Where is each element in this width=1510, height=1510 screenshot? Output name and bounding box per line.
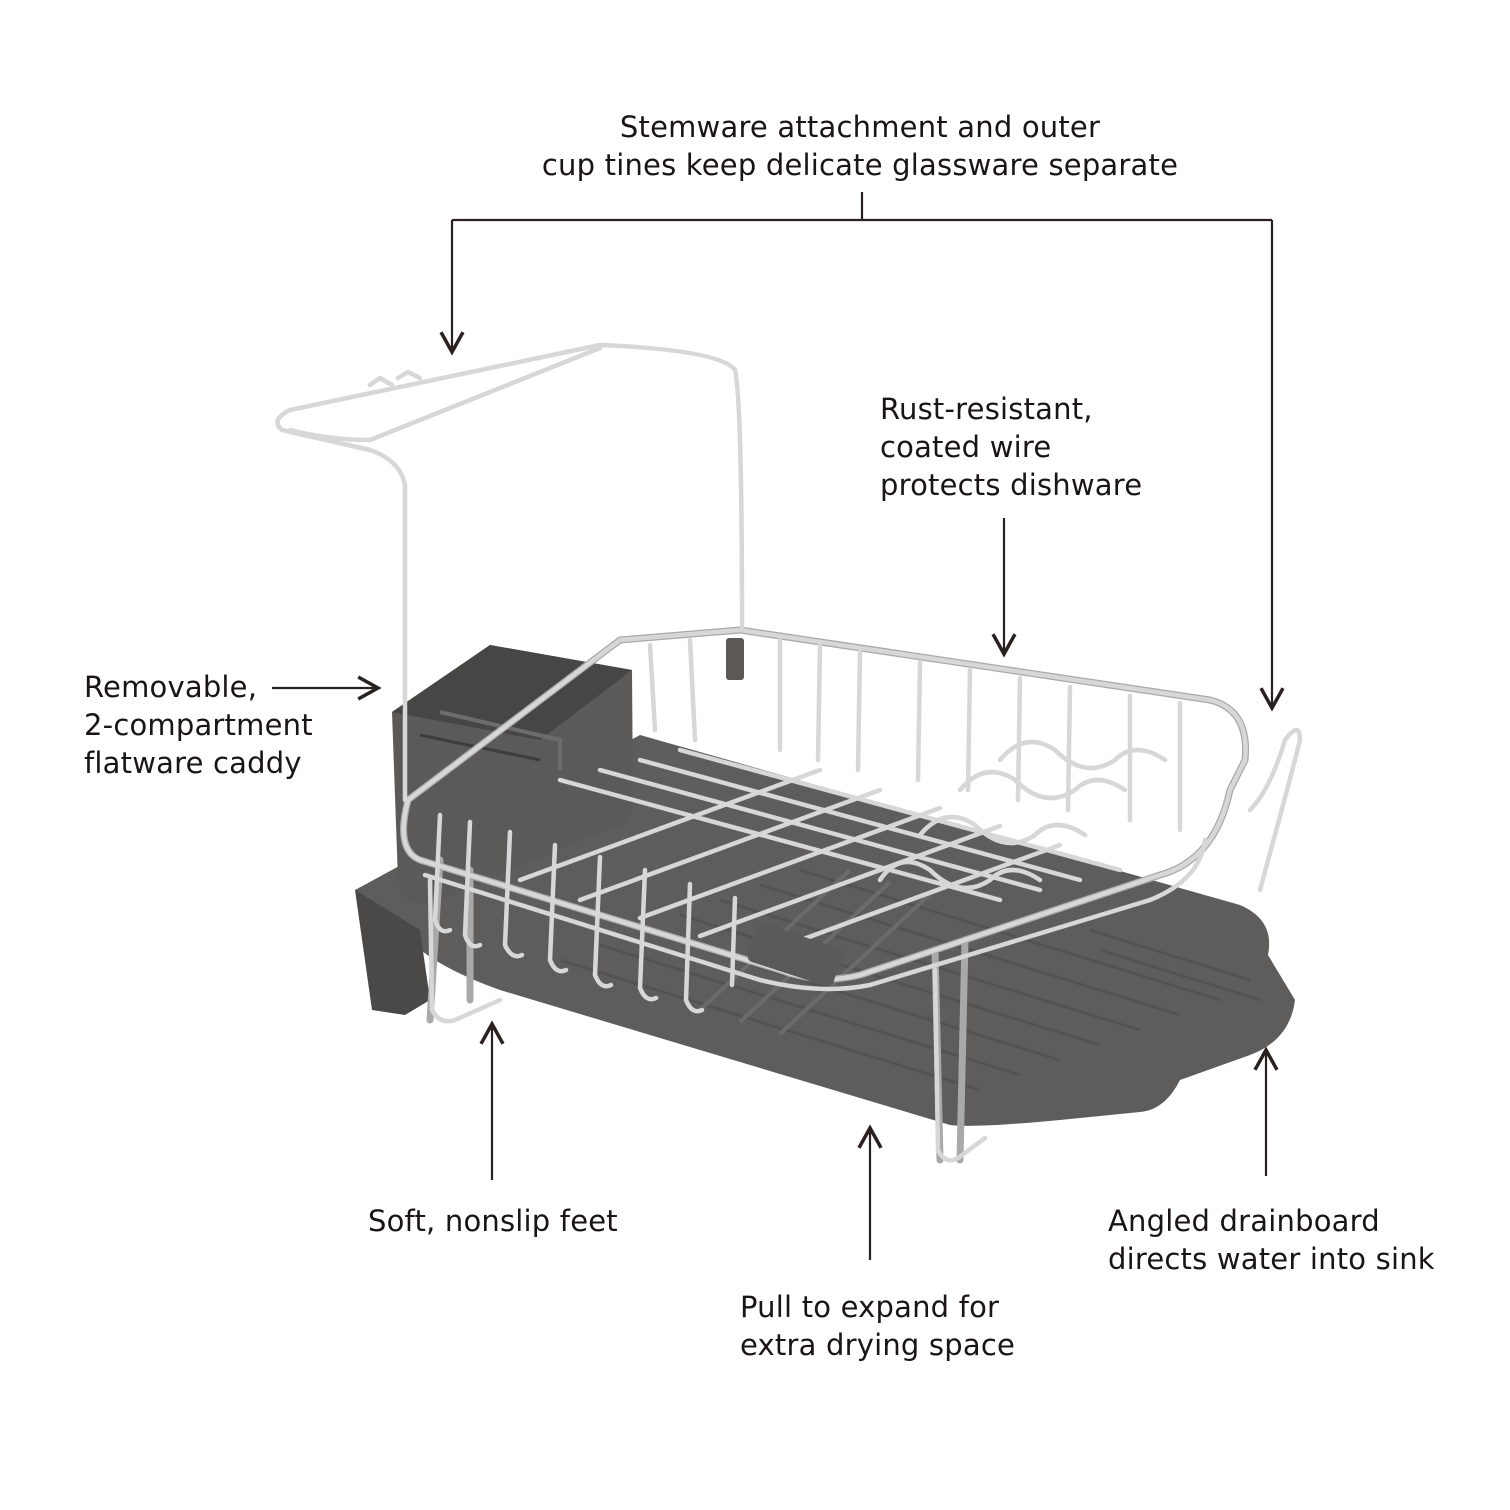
leader-lines: [272, 192, 1285, 1260]
rust-callout-line-1: Rust-resistant,: [880, 392, 1093, 426]
caddy-callout-line-1: Removable,: [84, 670, 258, 704]
flatware-caddy-callout: Removable, 2-compartment flatware caddy: [84, 668, 313, 782]
expand-callout-line-1: Pull to expand for: [740, 1290, 1000, 1324]
stemware-callout-line-1: Stemware attachment and outer: [619, 110, 1101, 144]
rust-callout-line-2: coated wire: [880, 430, 1052, 464]
caddy-callout-line-3: flatware caddy: [84, 746, 302, 780]
wire-rack: [275, 342, 1303, 1164]
feet-callout-line-1: Soft, nonslip feet: [368, 1204, 618, 1238]
caddy-callout-line-2: 2-compartment: [84, 708, 313, 742]
drainboard-callout: Angled drainboard directs water into sin…: [1108, 1202, 1435, 1278]
expand-callout: Pull to expand for extra drying space: [740, 1288, 1015, 1364]
flatware-caddy: [392, 645, 633, 905]
stemware-callout: Stemware attachment and outer cup tines …: [520, 108, 1200, 184]
rust-resistant-callout: Rust-resistant, coated wire protects dis…: [880, 390, 1142, 504]
nonslip-feet-callout: Soft, nonslip feet: [368, 1202, 618, 1240]
expand-callout-line-2: extra drying space: [740, 1328, 1016, 1362]
stemware-leader: [439, 192, 1285, 712]
drainboard-callout-line-2: directs water into sink: [1108, 1242, 1435, 1276]
drainboard-callout-line-1: Angled drainboard: [1108, 1204, 1380, 1238]
rust-callout-line-3: protects dishware: [880, 468, 1143, 502]
stemware-callout-line-2: cup tines keep delicate glassware separa…: [541, 148, 1179, 182]
